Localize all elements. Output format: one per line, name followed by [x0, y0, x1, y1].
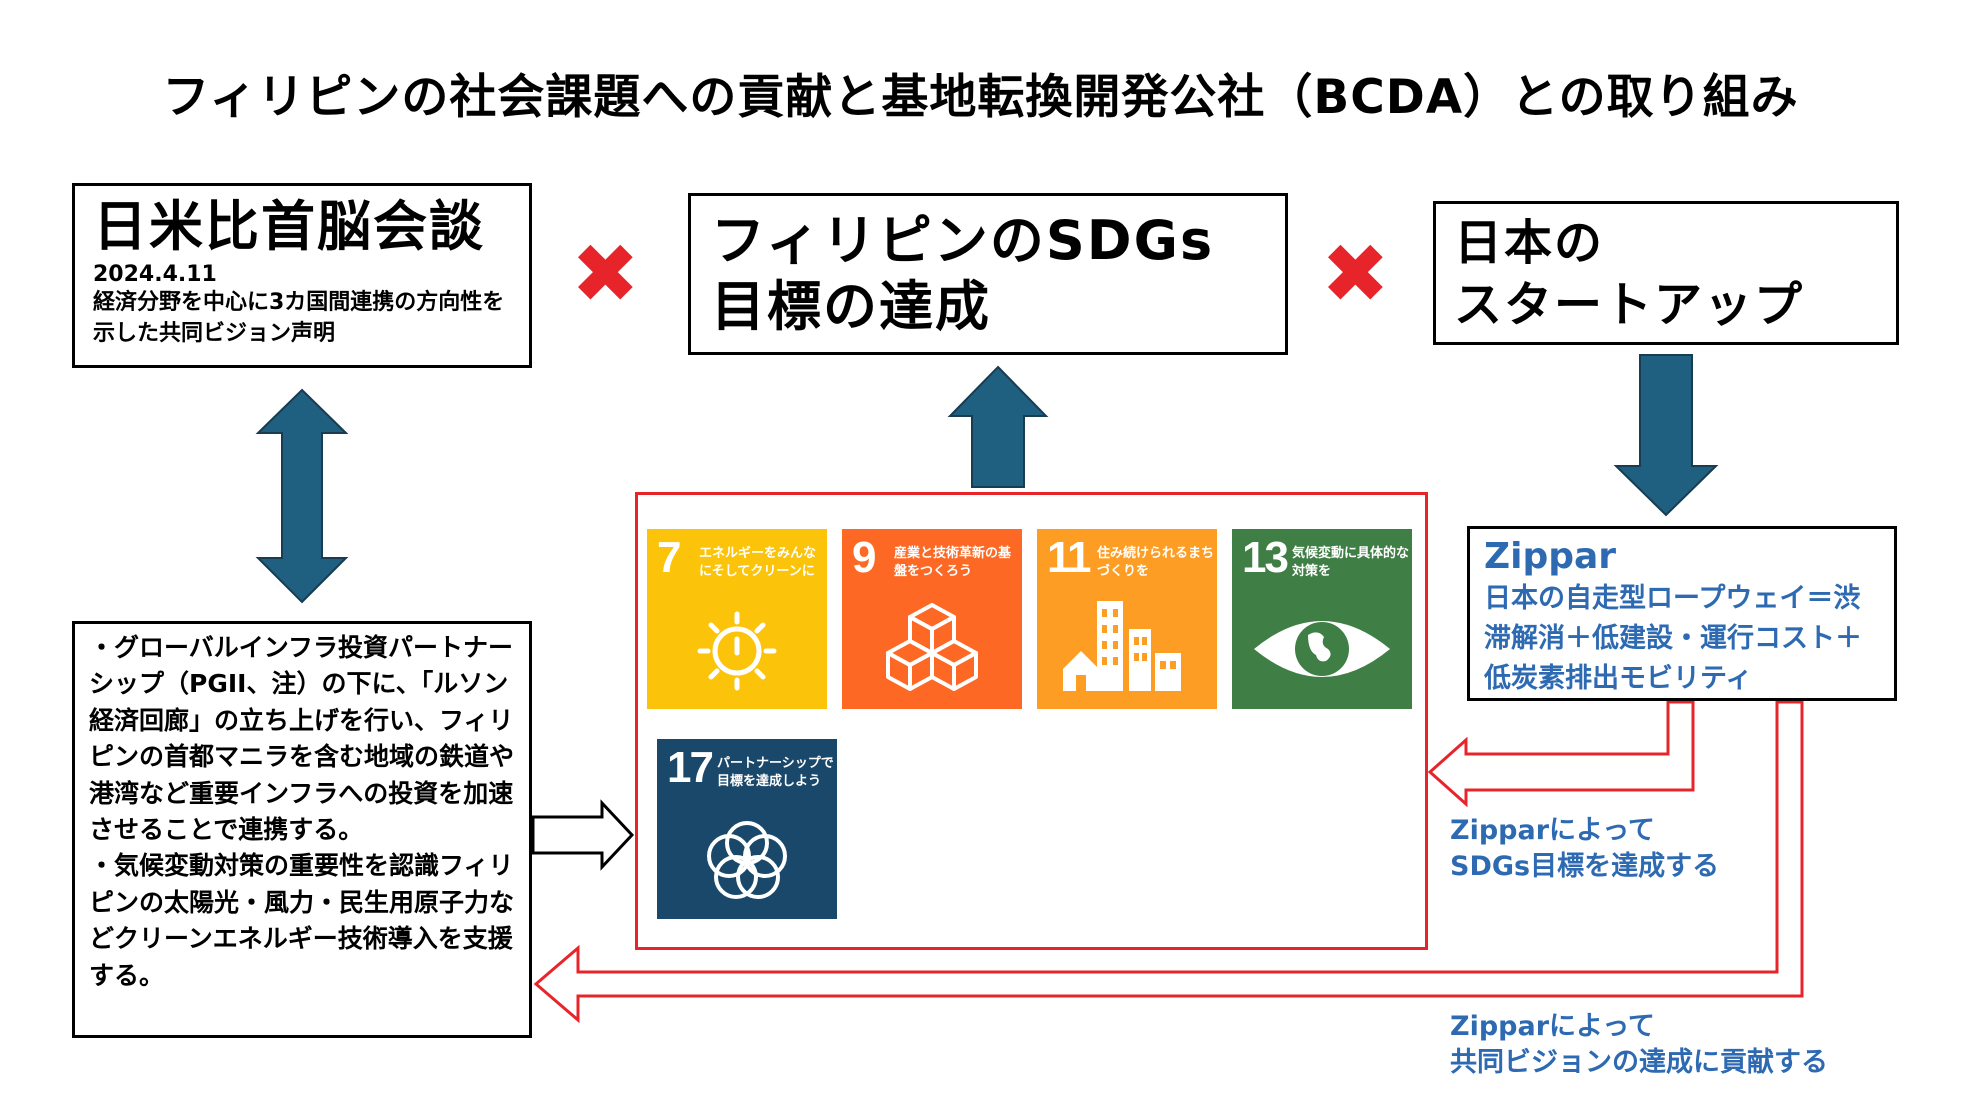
sdgs-goal-line1: フィリピンのSDGs: [711, 209, 1215, 272]
note-vision: Zipparによって 共同ビジョンの達成に貢献する: [1450, 1009, 1828, 1081]
red-arrow-to-sdgs: [1427, 700, 1695, 808]
summit-description: 経済分野を中心に3カ国間連携の方向性を示した共同ビジョン声明: [93, 290, 505, 346]
sdg-label: 産業と技術革新の基盤をつくろう: [894, 546, 1012, 579]
infra-box: ・グローバルインフラ投資パートナーシップ（PGII、注）の下に、「ルソン経済回廊…: [72, 621, 532, 1038]
right-arrow-icon: [531, 799, 635, 871]
cubes-icon: [886, 603, 978, 691]
sdg-tile-9: 9 産業と技術革新の基盤をつくろう: [842, 529, 1022, 709]
note-sdgs-line2: SDGs目標を達成する: [1450, 851, 1720, 882]
sdg-number: 13: [1242, 533, 1289, 582]
cross-icon: ✖: [1321, 227, 1390, 322]
infra-paragraph-2: ・気候変動対策の重要性を認識フィリピンの太陽光・風力・民生用原子力などクリーンエ…: [89, 851, 515, 990]
zippar-description: 日本の自走型ロープウェイ＝渋滞解消＋低建設・運行コスト＋低炭素排出モビリティ: [1484, 583, 1862, 694]
double-arrow-icon: [255, 388, 349, 604]
zippar-box: Zippar 日本の自走型ロープウェイ＝渋滞解消＋低建設・運行コスト＋低炭素排出…: [1467, 526, 1897, 701]
note-vision-line1: Zipparによって: [1450, 1011, 1655, 1042]
sdg-label: パートナーシップで目標を達成しよう: [717, 756, 834, 789]
note-sdgs: Zipparによって SDGs目標を達成する: [1450, 813, 1719, 885]
cross-icon: ✖: [571, 227, 640, 322]
note-sdgs-line1: Zipparによって: [1450, 815, 1655, 846]
sdg-number: 7: [657, 533, 682, 582]
startup-line1: 日本の: [1454, 215, 1605, 271]
sdg-number: 11: [1047, 533, 1091, 582]
sdg-tile-7: 7 エネルギーをみんなにそしてクリーンに: [647, 529, 827, 709]
city-icon: [1063, 601, 1181, 691]
sdgs-goal-box: フィリピンのSDGs 目標の達成: [688, 193, 1288, 355]
zippar-name: Zippar: [1484, 536, 1617, 577]
page-title: フィリピンの社会課題への貢献と基地転換開発公社（BCDA）との取り組み: [162, 70, 1799, 125]
sdg-number: 9: [852, 533, 877, 582]
sun-power-icon: [697, 611, 777, 691]
startup-box: 日本の スタートアップ: [1433, 201, 1899, 345]
summit-box: 日米比首脳会談 2024.4.11 経済分野を中心に3カ国間連携の方向性を示した…: [72, 183, 532, 368]
sdg-label: 住み続けられるまちづくりを: [1097, 546, 1215, 579]
sdg-number: 17: [667, 743, 714, 792]
red-arrow-to-infra: [533, 700, 1804, 1024]
rings-icon: [707, 821, 787, 899]
summit-date: 2024.4.11: [93, 262, 217, 287]
eye-earth-icon: [1254, 621, 1390, 677]
note-vision-line2: 共同ビジョンの達成に貢献する: [1450, 1047, 1828, 1078]
sdg-label: エネルギーをみんなにそしてクリーンに: [699, 546, 817, 579]
summit-heading: 日米比首脳会談: [93, 195, 485, 258]
sdgs-goal-line2: 目標の達成: [711, 275, 991, 338]
startup-line2: スタートアップ: [1454, 277, 1805, 333]
down-arrow-icon: [1613, 354, 1719, 517]
infra-paragraph-1: ・グローバルインフラ投資パートナーシップ（PGII、注）の下に、「ルソン経済回廊…: [89, 633, 515, 845]
up-arrow-icon: [947, 365, 1049, 488]
sdg-tiles-frame: 7 エネルギーをみんなにそしてクリーンに 9 産業と技術革新の基盤をつくろう: [635, 492, 1428, 950]
sdg-label: 気候変動に具体的な対策を: [1292, 546, 1410, 579]
